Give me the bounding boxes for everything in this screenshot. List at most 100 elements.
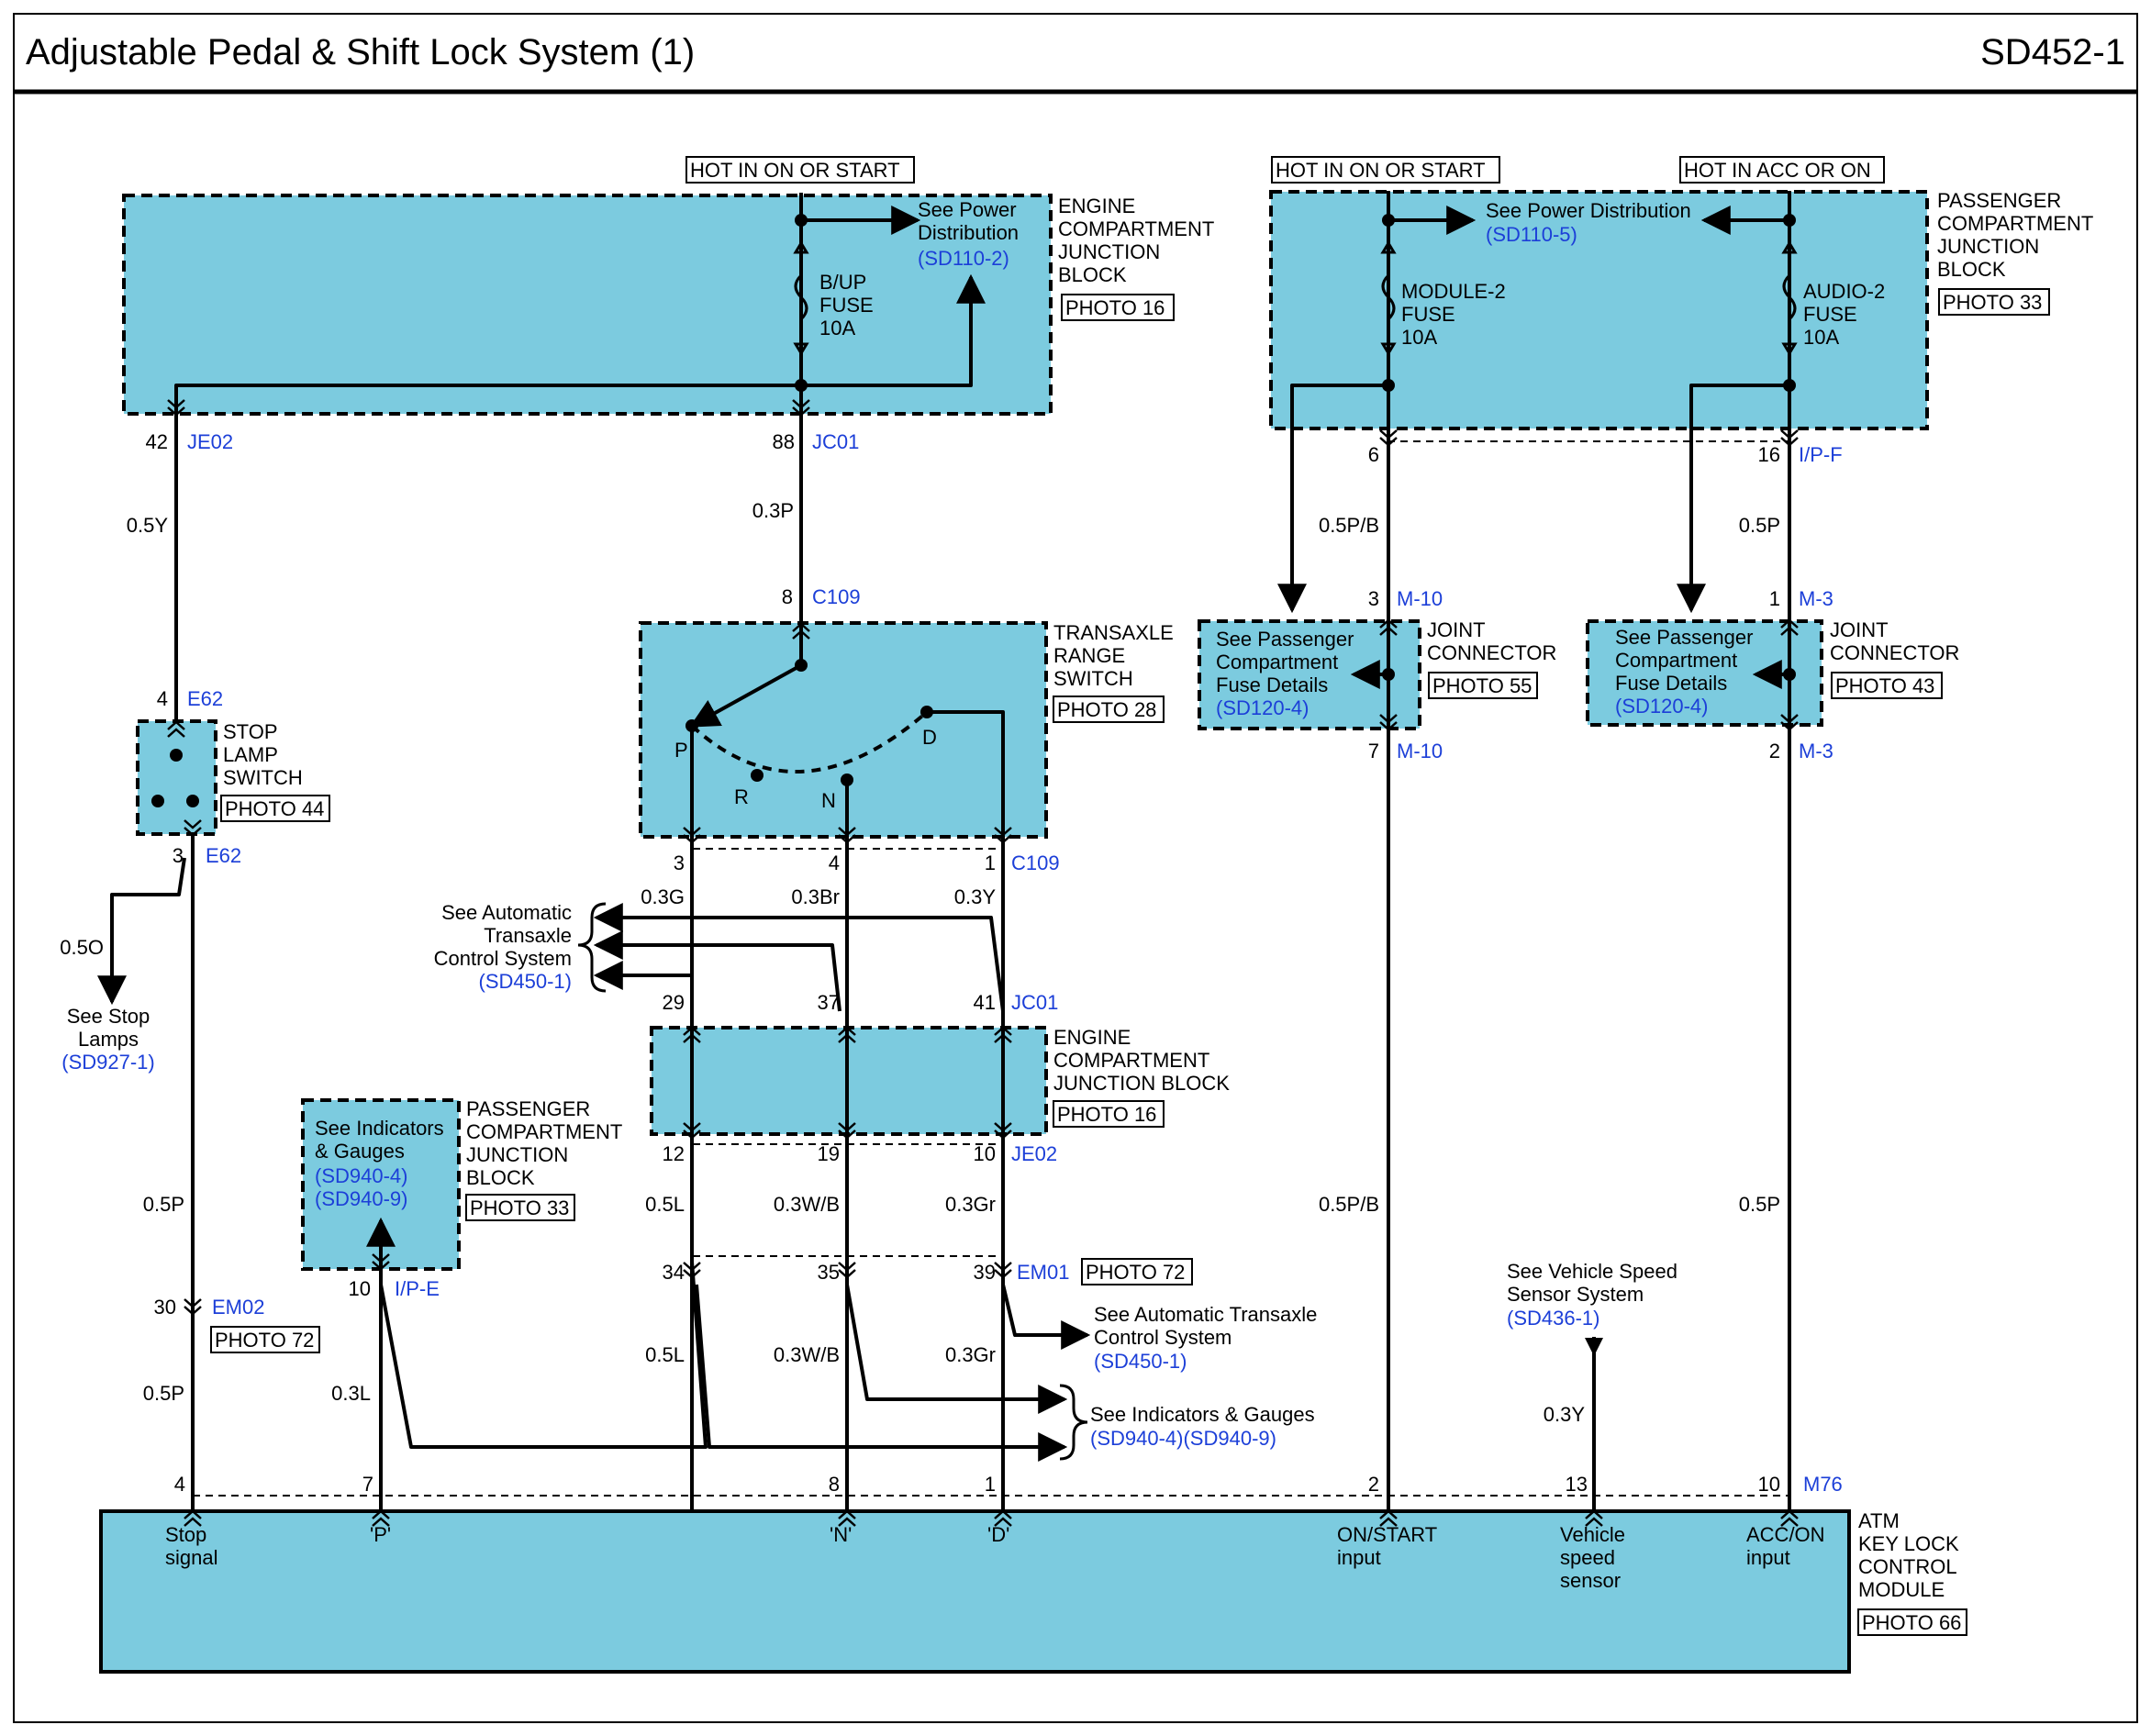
- wire-color-w-03wb-b: 0.3W/B: [774, 1343, 840, 1366]
- pin-e62-3: 3: [173, 844, 184, 867]
- junction-dot: [1382, 214, 1395, 227]
- v-je02-10: [994, 1122, 1012, 1140]
- v-ipf-6: [1379, 429, 1398, 447]
- power-dist-1-ref: (SD110-2): [918, 247, 1009, 270]
- v-m76-7: [372, 1509, 390, 1527]
- junction-dot: [170, 749, 183, 762]
- v-em02-30: [184, 1298, 202, 1316]
- module2-fuse-label-line-2: FUSE: [1401, 303, 1455, 326]
- connector-c109-bot: C109: [1011, 851, 1060, 874]
- junction-dot: [1382, 379, 1395, 392]
- pin-m76-8: 8: [829, 1473, 840, 1496]
- pin-m10-3: 3: [1368, 587, 1379, 610]
- v-em01-39: [994, 1262, 1012, 1279]
- bup-fuse-label-line-2: FUSE: [819, 294, 874, 317]
- jc1-name-line-2: CONNECTOR: [1427, 641, 1556, 664]
- page-frame: [13, 13, 2138, 1723]
- connector-marks: [167, 399, 1799, 1527]
- pin-m3-2: 2: [1769, 740, 1780, 762]
- jc2-name-line-2: CONNECTOR: [1830, 641, 1959, 664]
- pcjb2-name-line-1: PASSENGER: [466, 1097, 590, 1120]
- page-code: SD452-1: [1980, 32, 2125, 72]
- passenger-compartment-junction-block-top: [1269, 190, 1929, 430]
- bup-fuse-label-line-1: B/UP: [819, 271, 866, 294]
- hot-label-acc-on: HOT IN ACC OR ON: [1684, 159, 1871, 182]
- bup-fuse-label-line-3: 10A: [819, 317, 855, 339]
- atm-name-line-1: ATM: [1858, 1509, 1900, 1532]
- wire-color-w-03gr-a: 0.3Gr: [945, 1193, 996, 1216]
- v-ipe-10: [372, 1253, 390, 1271]
- wire-color-w-05pb-b: 0.5P/B: [1319, 1193, 1379, 1216]
- stop-switch-photo-frame: [220, 795, 330, 822]
- v-jc01-41: [994, 1026, 1012, 1043]
- v-c109-3: [683, 827, 701, 844]
- v-ipf-16: [1780, 429, 1799, 447]
- atm-photo: PHOTO 66: [1862, 1611, 1961, 1634]
- audio2-fuse-label-line-1: AUDIO-2: [1803, 280, 1885, 303]
- v-em01-34: [683, 1262, 701, 1279]
- atm-name-line-2: KEY LOCK: [1858, 1532, 1959, 1555]
- v-e62-3: [184, 819, 202, 837]
- switch-pos-d: D: [922, 726, 937, 749]
- junction-dot: [920, 706, 933, 718]
- input-on-start-line-2: input: [1337, 1546, 1381, 1569]
- junction-dot: [1382, 668, 1395, 681]
- junction-dot: [1783, 214, 1796, 227]
- trs-photo-frame: [1053, 696, 1165, 723]
- v-jc01-29: [683, 1026, 701, 1043]
- input-acc-on-line-2: input: [1746, 1546, 1790, 1569]
- pcjb2-photo: PHOTO 33: [470, 1196, 569, 1219]
- wire-color-w-03y-b: 0.3Y: [1544, 1403, 1586, 1426]
- pcfd-1-text-line-1: See Passenger: [1216, 628, 1354, 651]
- input-p-line-1: 'P': [370, 1523, 391, 1546]
- audio2-fuse-label-line-3: 10A: [1803, 326, 1839, 349]
- trs-name-line-3: SWITCH: [1053, 667, 1133, 690]
- connector-m10-top: M-10: [1397, 587, 1443, 610]
- ind-gauges-1-text-line-2: & Gauges: [315, 1140, 405, 1163]
- connector-em01: EM01: [1017, 1261, 1069, 1284]
- connector-je02-top: JE02: [187, 430, 233, 453]
- pcfd-2-ref: (SD120-4): [1615, 695, 1708, 718]
- pin-ipf-6: 6: [1368, 443, 1379, 466]
- connector-jc01-mid: JC01: [1011, 991, 1058, 1014]
- ecjb1-name-line-2: COMPARTMENT: [1058, 217, 1214, 240]
- pin-jc01-41: 41: [974, 991, 996, 1014]
- input-stop-line-1: Stop: [165, 1523, 206, 1546]
- connector-em02: EM02: [212, 1296, 264, 1319]
- pin-c109-8: 8: [782, 585, 793, 608]
- pcjb1-name-line-3: JUNCTION: [1937, 235, 2039, 258]
- pin-m10-7: 7: [1368, 740, 1379, 762]
- ecjb2-name-line-2: COMPARTMENT: [1053, 1049, 1209, 1072]
- jc1-name-line-1: JOINT: [1427, 618, 1486, 641]
- v-m10-3: [1379, 618, 1398, 636]
- jc1-photo-frame: [1428, 672, 1538, 699]
- connector-e62-top: E62: [187, 687, 223, 710]
- pin-m76-2: 2: [1368, 1473, 1379, 1496]
- connector-ipe: I/P-E: [395, 1277, 440, 1300]
- trs-name-line-1: TRANSAXLE: [1053, 621, 1174, 644]
- pin-em01-39: 39: [974, 1261, 996, 1284]
- v-jc01-37: [838, 1026, 856, 1043]
- wire-color-w-05pb-a: 0.5P/B: [1319, 514, 1379, 537]
- wire-color-w-03y: 0.3Y: [954, 885, 997, 908]
- connector-e62-bot: E62: [206, 844, 241, 867]
- wire-color-w-05p-a: 0.5P: [143, 1193, 184, 1216]
- atm-photo-frame: [1857, 1608, 1967, 1636]
- v-m76-8: [838, 1509, 856, 1527]
- braces: [577, 902, 1088, 1461]
- pcfd-2-text-line-3: Fuse Details: [1615, 672, 1727, 695]
- wire-color-w-05o: 0.5O: [60, 936, 104, 959]
- v-je02-12: [683, 1122, 701, 1140]
- jc1-photo: PHOTO 55: [1432, 674, 1532, 697]
- pin-ipf-16: 16: [1758, 443, 1780, 466]
- wire-color-w-03wb-a: 0.3W/B: [774, 1193, 840, 1216]
- jc2-photo-frame: [1831, 672, 1943, 699]
- atcs-1-text-line-1: See Automatic: [441, 901, 572, 924]
- pcjb1-photo-frame: [1938, 288, 2050, 316]
- pin-je02-12: 12: [663, 1142, 685, 1165]
- stop-switch-name-line-2: LAMP: [223, 743, 278, 766]
- v-m76-2: [1379, 1509, 1398, 1527]
- pin-ipe-10: 10: [349, 1277, 371, 1300]
- hot-label-acc-on-frame: [1679, 156, 1885, 184]
- ind-gauges-2-ref: (SD940-4)(SD940-9): [1090, 1427, 1276, 1450]
